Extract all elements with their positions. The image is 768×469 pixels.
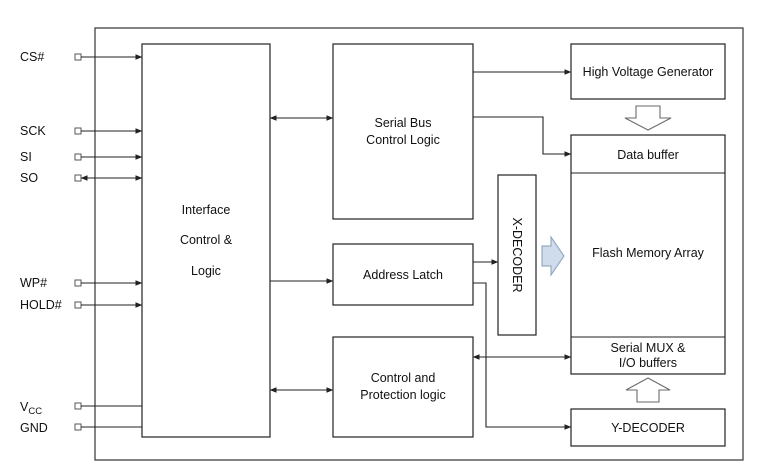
- interface-logic-block: [141, 43, 271, 438]
- pin-vcc-main: V: [20, 400, 29, 414]
- pin-vcc-label: VCC: [20, 400, 42, 417]
- pin-wp-terminal: [74, 279, 82, 287]
- serial-bus-label-line2: Control Logic: [366, 133, 440, 147]
- y-decoder-up-arrow: [625, 377, 671, 403]
- pin-si-terminal: [74, 153, 82, 161]
- control-protection-label-line1: Control and: [371, 371, 436, 385]
- serial-bus-control-block: [332, 43, 474, 220]
- pin-cs-label: CS#: [20, 50, 44, 64]
- serial-mux-label-line1: Serial MUX &: [610, 341, 686, 355]
- pin-vcc-terminal: [74, 402, 82, 410]
- y-decoder-label: Y-DECODER: [611, 421, 685, 435]
- flash-memory-array-label: Flash Memory Array: [592, 246, 705, 260]
- serial-mux-label-line2: I/O buffers: [619, 356, 677, 370]
- control-protection-label-line2: Protection logic: [360, 388, 445, 402]
- pin-hold-label: HOLD#: [20, 298, 62, 312]
- pin-hold-terminal: [74, 301, 82, 309]
- pin-si-label: SI: [20, 150, 32, 164]
- interface-label-line3: Logic: [191, 264, 221, 278]
- pin-gnd-terminal: [74, 423, 82, 431]
- control-protection-block: [332, 336, 474, 438]
- pin-gnd-label: GND: [20, 421, 48, 435]
- pin-so-label: SO: [20, 171, 38, 185]
- pin-vcc-subscript: CC: [28, 406, 42, 417]
- address-latch-label: Address Latch: [363, 268, 443, 282]
- x-decoder-label: X-DECODER: [510, 217, 524, 292]
- pin-so-terminal: [74, 174, 82, 182]
- high-voltage-generator-label: High Voltage Generator: [583, 65, 714, 79]
- serial-bus-to-data-buffer-arrow: [473, 116, 572, 157]
- x-decoder-block: [497, 174, 537, 336]
- chip-boundary: [94, 27, 744, 461]
- pin-sck-label: SCK: [20, 124, 46, 138]
- x-decoder-to-array-arrow: [541, 235, 565, 277]
- data-buffer-label: Data buffer: [617, 148, 679, 162]
- address-latch-block: [332, 243, 474, 306]
- serial-bus-label-line1: Serial Bus: [375, 116, 432, 130]
- pin-wp-label: WP#: [20, 276, 47, 290]
- pin-cs-terminal: [74, 53, 82, 61]
- pin-sck-terminal: [74, 127, 82, 135]
- high-voltage-generator-block: [570, 43, 726, 100]
- interface-label-line2: Control &: [180, 233, 233, 247]
- high-voltage-down-arrow: [624, 105, 672, 131]
- memory-column: [570, 134, 726, 375]
- interface-label-line1: Interface: [182, 203, 231, 217]
